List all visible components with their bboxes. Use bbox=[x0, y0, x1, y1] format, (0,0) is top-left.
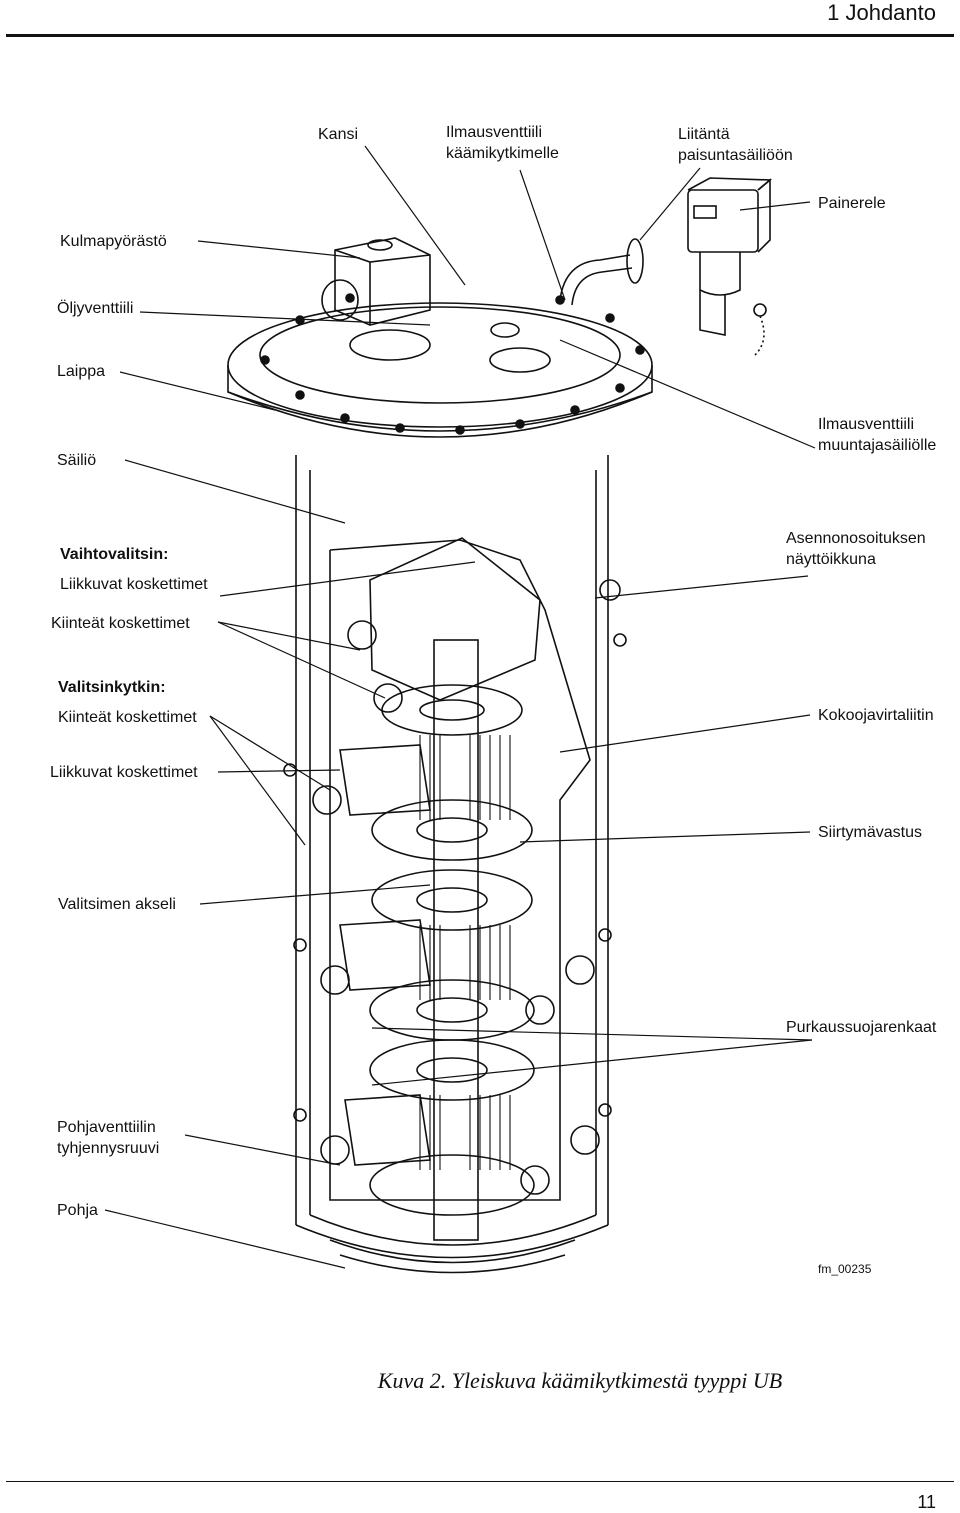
label-pressure-relay: Painerele bbox=[818, 195, 886, 212]
label-moving-contacts-1: Liikkuvat koskettimet bbox=[60, 576, 208, 593]
label-cover: Kansi bbox=[318, 126, 359, 143]
label-fixed-contacts-1: Kiinteät koskettimet bbox=[51, 615, 190, 632]
contacts bbox=[283, 579, 627, 1195]
figure-reference: fm_00235 bbox=[818, 1262, 872, 1276]
figure-caption: Kuva 2. Yleiskuva käämikytkimestä tyyppi… bbox=[377, 1368, 783, 1393]
label-position-window-1: Asennonosoituksen bbox=[786, 530, 926, 547]
label-selector-shaft: Valitsimen akseli bbox=[58, 896, 176, 913]
label-air-valve-transformer-2: muuntajasäiliölle bbox=[818, 437, 937, 454]
footer-rule bbox=[6, 1481, 954, 1482]
label-diverter-switch: Vaihtovalitsin: bbox=[60, 546, 169, 563]
label-drain-screw-2: tyhjennysruuvi bbox=[57, 1140, 160, 1157]
label-tank: Säiliö bbox=[57, 452, 97, 469]
label-oil-valve: Öljyventtiili bbox=[57, 300, 134, 317]
label-air-valve-tapchanger-1: Ilmausventtiili bbox=[446, 124, 543, 141]
label-position-window-2: näyttöikkuna bbox=[786, 551, 876, 568]
label-air-valve-transformer-1: Ilmausventtiili bbox=[818, 416, 915, 433]
protection-rings bbox=[369, 684, 535, 1216]
label-conservator-connection-2: paisuntasäiliöön bbox=[678, 147, 793, 164]
label-selector-switch: Valitsinkytkin: bbox=[58, 679, 166, 696]
label-conservator-connection-1: Liitäntä bbox=[678, 126, 730, 143]
label-bottom: Pohja bbox=[57, 1202, 98, 1219]
cover-flange bbox=[227, 293, 653, 438]
header-rule bbox=[6, 34, 954, 37]
label-discharge-rings: Purkaussuojarenkaat bbox=[786, 1019, 937, 1036]
cutaway bbox=[329, 539, 591, 1201]
label-flange: Laippa bbox=[57, 363, 106, 380]
label-air-valve-tapchanger-2: käämikytkimelle bbox=[446, 145, 559, 162]
angle-gear bbox=[321, 237, 431, 361]
chapter-header: 1 Johdanto bbox=[827, 0, 936, 25]
tank-body bbox=[295, 455, 609, 1274]
selector-shaft bbox=[369, 537, 541, 1241]
pressure-relay bbox=[559, 177, 773, 356]
label-moving-contacts-2: Liikkuvat koskettimet bbox=[50, 764, 198, 781]
label-transition-resistor: Siirtymävastus bbox=[818, 824, 923, 841]
label-angle-gear: Kulmapyörästö bbox=[60, 233, 167, 250]
page-number: 11 bbox=[917, 1492, 936, 1512]
label-drain-screw-1: Pohjaventtiilin bbox=[57, 1119, 156, 1136]
leader-lines bbox=[104, 145, 816, 1269]
label-current-collector: Kokoojavirtaliitin bbox=[818, 707, 934, 724]
transition-resistors bbox=[419, 735, 511, 1170]
label-fixed-contacts-2: Kiinteät koskettimet bbox=[58, 709, 197, 726]
